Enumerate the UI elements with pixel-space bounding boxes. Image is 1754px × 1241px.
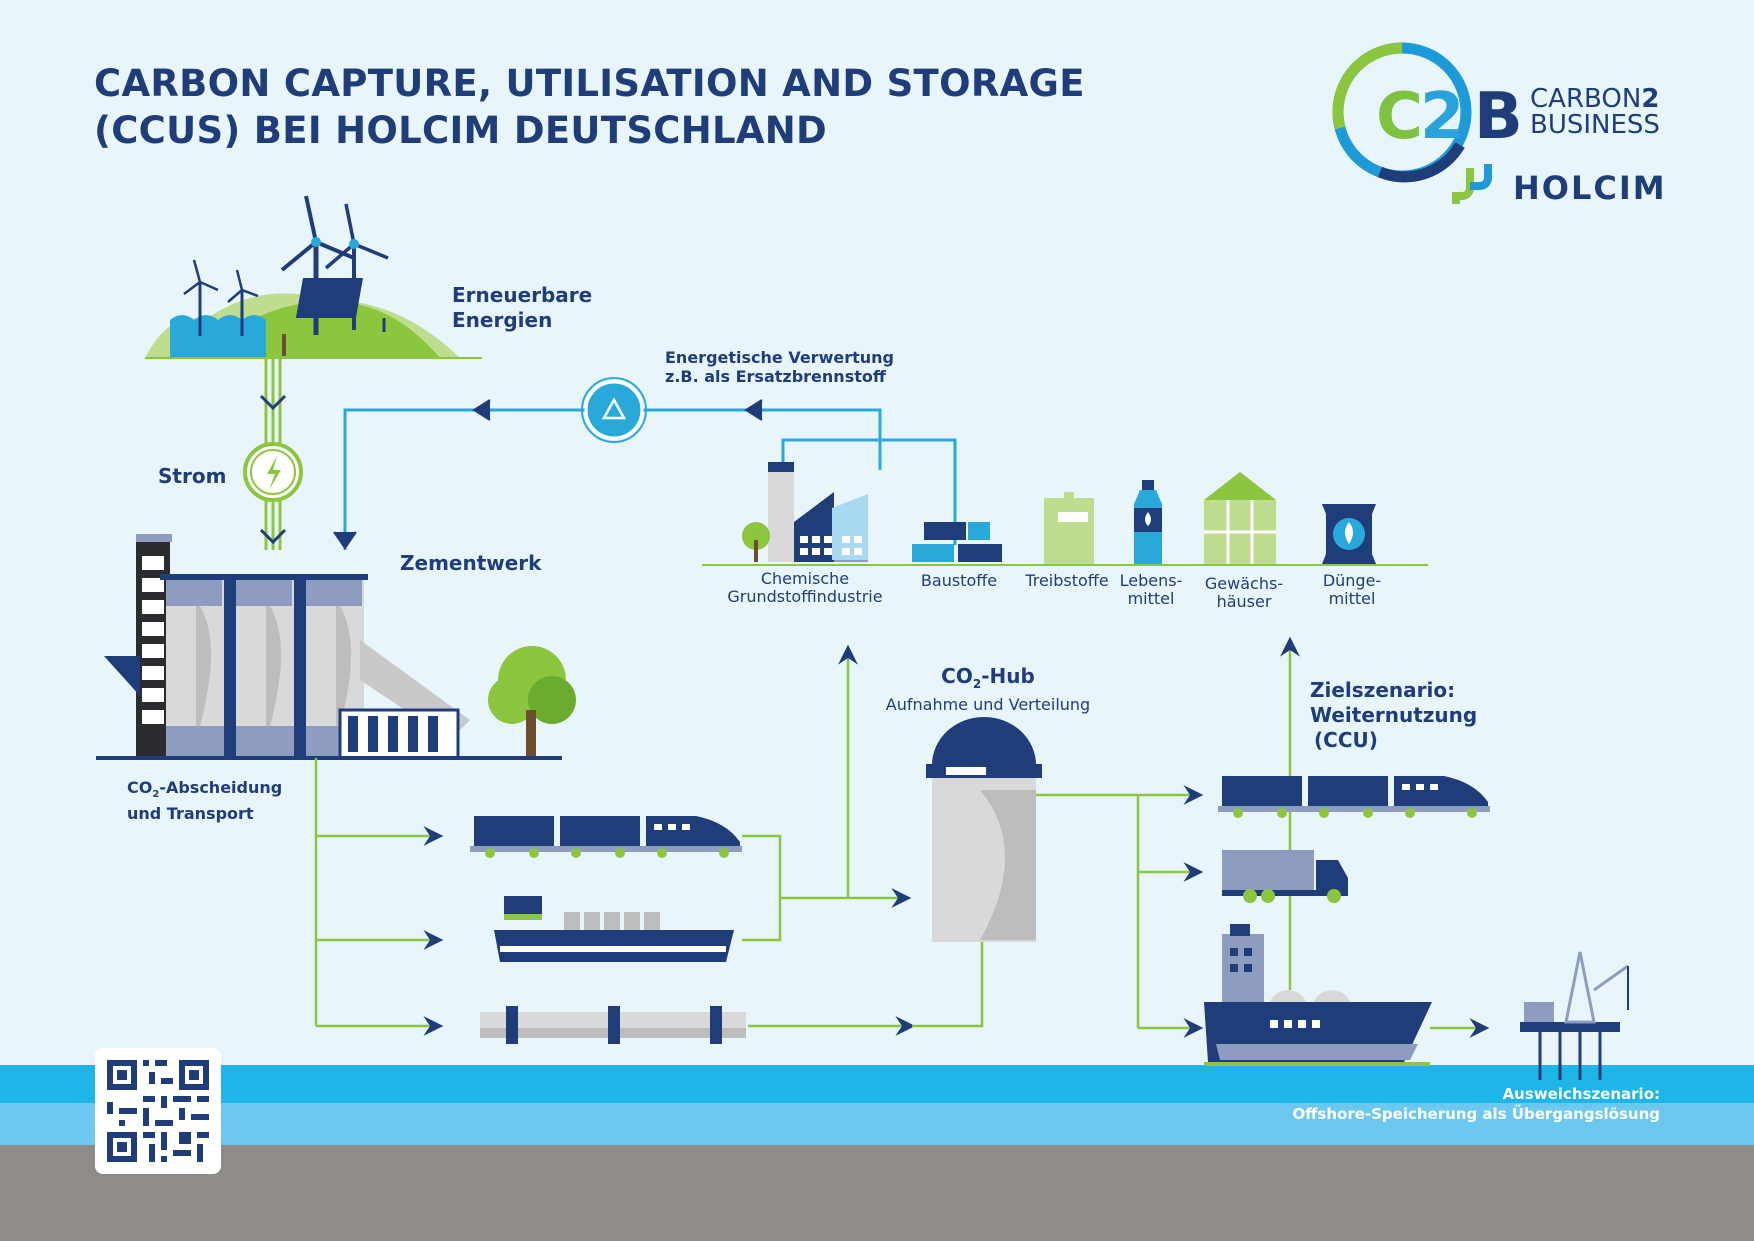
- c2b-logo: C 2 B: [1332, 42, 1523, 183]
- train-2-illustration: [1218, 776, 1490, 818]
- capture-label: CO2-Abscheidung und Transport: [127, 778, 283, 824]
- title-line-1: CARBON CAPTURE, UTILISATION AND STORAGE: [94, 62, 1085, 105]
- ship-1-illustration: [494, 896, 734, 962]
- renewables-label: Erneuerbare Energien: [452, 283, 593, 332]
- logo-business: BUSINESS: [1530, 110, 1660, 140]
- lightning-icon: [267, 456, 281, 490]
- train-1-illustration: [470, 816, 742, 858]
- energy-recovery-loop: [333, 377, 957, 550]
- tanker-ship-illustration: [1204, 924, 1432, 1066]
- sea-and-ground: [0, 1065, 1754, 1241]
- offshore-platform-illustration: [1520, 951, 1629, 1080]
- holcim-logo-mark: [1452, 164, 1492, 204]
- pipeline-illustration: [480, 1006, 746, 1044]
- energy-recovery-label: Energetische Verwertung z.B. als Ersatzb…: [665, 348, 894, 386]
- title-line-2: (CCUS) BEI HOLCIM DEUTSCHLAND: [94, 109, 828, 152]
- zementwerk-label: Zementwerk: [400, 551, 542, 575]
- co2-hub-illustration: [926, 717, 1042, 942]
- product-label-fertilizer: Dünge-mittel: [1322, 571, 1382, 608]
- power-line: [243, 358, 303, 550]
- co2-hub-label: CO2-Hub Aufnahme und Verteilung: [885, 664, 1091, 714]
- c2b-wordmark: CARBON2 BUSINESS: [1530, 86, 1660, 138]
- hub-output-lines: [1036, 636, 1490, 1038]
- truck-illustration: [1222, 850, 1348, 903]
- holcim-wordmark: HOLCIM: [1513, 169, 1667, 207]
- c2b-mark-2: 2: [1420, 80, 1465, 154]
- qr-code-pattern: [107, 1060, 209, 1162]
- leaf-icon: [1345, 522, 1353, 544]
- cement-plant-illustration: [96, 534, 576, 760]
- fallback-scenario-label: Ausweichszenario: Offshore-Speicherung a…: [1292, 1085, 1661, 1123]
- product-label-greenhouses: Gewächs-häuser: [1204, 574, 1284, 611]
- product-label-fuels: Treibstoffe: [1025, 571, 1109, 590]
- product-label-food: Lebens-mittel: [1119, 571, 1183, 608]
- logo-two: 2: [1641, 84, 1660, 114]
- water-drop-icon: [1145, 512, 1151, 526]
- product-row-illustration: [702, 462, 1428, 566]
- renewables-illustration: [145, 195, 482, 359]
- c2b-mark-c: C: [1376, 80, 1423, 154]
- strom-label: Strom: [158, 464, 227, 488]
- page-title: CARBON CAPTURE, UTILISATION AND STORAGE …: [94, 60, 1085, 154]
- logo-carbon: CARBON: [1530, 84, 1642, 114]
- c2b-mark-b: B: [1474, 80, 1523, 154]
- product-label-building-materials: Baustoffe: [920, 571, 998, 590]
- target-scenario-label: Zielszenario: Weiternutzung (CCU): [1310, 678, 1478, 752]
- qr-code[interactable]: [95, 1048, 221, 1174]
- recycling-icon: [601, 397, 627, 420]
- plant-transport-lines: [314, 644, 984, 1036]
